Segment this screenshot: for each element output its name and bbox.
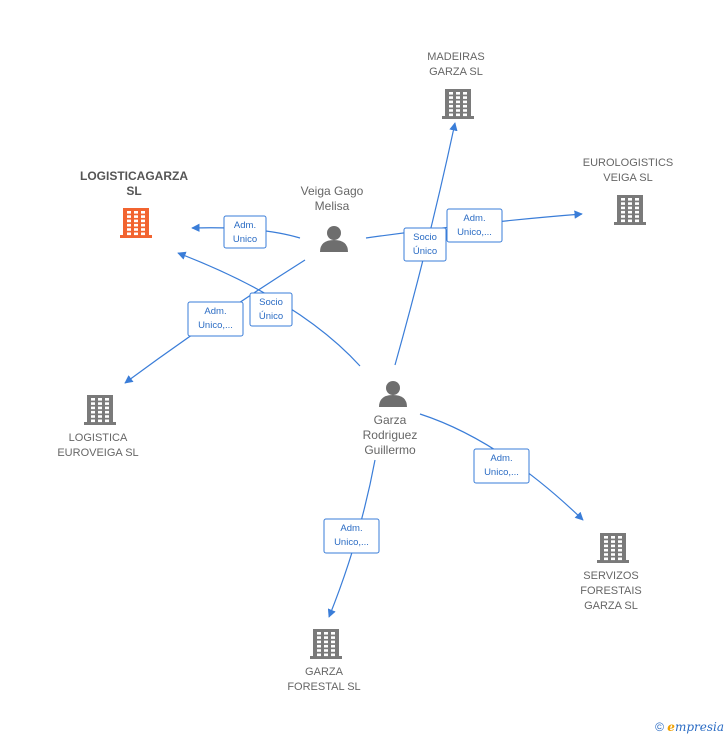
company-label-servizos[interactable]: FORESTAIS [580, 585, 642, 597]
edge-label-text: Adm. [234, 220, 256, 231]
company-icon-eurologistics[interactable] [614, 195, 646, 225]
person-icon-garza[interactable] [379, 381, 407, 407]
copyright-symbol: © [655, 720, 664, 734]
edge-label-text: Adm. [463, 213, 485, 224]
company-label-logistica-euroveiga[interactable]: LOGISTICA [69, 432, 128, 444]
company-label-madeiras[interactable]: MADEIRAS [427, 51, 484, 63]
edge-label-text: Unico,... [457, 227, 492, 238]
edge-label-text: Único [259, 311, 283, 322]
edge-label-text: Unico,... [198, 320, 233, 331]
edge-label-box[interactable] [403, 227, 447, 262]
person-label-garza[interactable]: Garza [374, 413, 407, 427]
edge-label-text: Adm. [490, 453, 512, 464]
edge-label-text: Socio [259, 297, 283, 308]
company-icon-servizos[interactable] [597, 533, 629, 563]
edge-label-box[interactable] [187, 301, 244, 337]
company-label-eurologistics[interactable]: VEIGA SL [603, 172, 653, 184]
edge-label-box[interactable] [446, 208, 503, 243]
company-label-servizos[interactable]: SERVIZOS [583, 570, 638, 582]
company-icon-garza-forestal[interactable] [310, 629, 342, 659]
edge-label-box[interactable] [323, 518, 380, 554]
edge-label-text: Adm. [204, 306, 226, 317]
edge-label-text: Único [413, 246, 437, 257]
edge-veiga-eurologistics[interactable]: Adm. Unico,... [365, 208, 583, 243]
person-label-veiga[interactable]: Veiga Gago [301, 184, 364, 198]
company-label-logisticagarza[interactable]: SL [126, 184, 141, 198]
company-label-logistica-euroveiga[interactable]: EUROVEIGA SL [57, 447, 138, 459]
company-label-garza-forestal[interactable]: GARZA [305, 666, 344, 678]
edge-label-text: Unico,... [334, 537, 369, 548]
person-label-veiga[interactable]: Melisa [315, 199, 350, 213]
brand-logo[interactable]: empresia [667, 720, 724, 734]
company-label-garza-forestal[interactable]: FORESTAL SL [287, 681, 360, 693]
footer-brand: © empresia [655, 720, 724, 734]
edge-label-text: Unico [233, 234, 257, 245]
company-main-icon-logisticagarza[interactable] [120, 208, 152, 238]
edge-veiga-logistica-euroveiga[interactable]: Adm. Unico,... [124, 259, 306, 384]
person-icon-veiga[interactable] [320, 226, 348, 252]
edge-label-box[interactable] [473, 448, 530, 484]
company-label-servizos[interactable]: GARZA SL [584, 600, 638, 612]
edge-garza-garza-forestal[interactable]: Adm. Unico,... [323, 459, 380, 618]
person-label-garza[interactable]: Guillermo [364, 443, 416, 457]
edge-label-text: Socio [413, 232, 437, 243]
company-icon-madeiras[interactable] [442, 89, 474, 119]
edge-veiga-logisticagarza[interactable]: Adm. Unico [191, 215, 301, 249]
edge-label-text: Adm. [340, 523, 362, 534]
edge-label-box[interactable] [249, 292, 293, 327]
person-label-garza[interactable]: Rodriguez [363, 428, 418, 442]
edge-label-text: Unico,... [484, 467, 519, 478]
company-label-eurologistics[interactable]: EUROLOGISTICS [583, 157, 673, 169]
company-label-madeiras[interactable]: GARZA SL [429, 66, 483, 78]
company-icon-logistica-euroveiga[interactable] [84, 395, 116, 425]
edge-garza-servizos[interactable]: Adm. Unico,... [419, 413, 584, 521]
edge-label-box[interactable] [223, 215, 267, 249]
company-label-logisticagarza[interactable]: LOGISTICAGARZA [80, 169, 188, 183]
